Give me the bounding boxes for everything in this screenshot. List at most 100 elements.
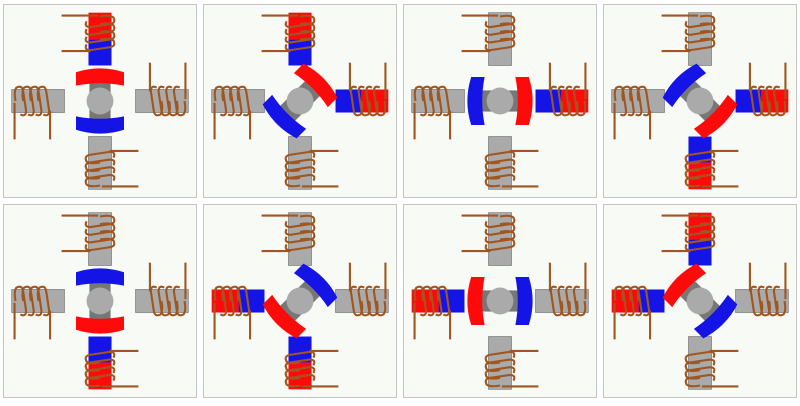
stator-coil-right bbox=[135, 62, 189, 117]
winding-loop bbox=[149, 285, 164, 317]
winding-loop bbox=[684, 373, 716, 388]
winding-loop bbox=[284, 37, 316, 52]
winding-loop bbox=[84, 358, 116, 372]
rotor-north-pole bbox=[515, 77, 533, 125]
motor-diagram bbox=[11, 212, 189, 390]
winding-loop bbox=[84, 166, 116, 180]
winding-loop bbox=[572, 285, 587, 317]
winding-loop bbox=[84, 30, 116, 44]
south-pole-half bbox=[735, 89, 762, 113]
winding-loop bbox=[172, 285, 187, 317]
stator-coil-top bbox=[661, 12, 716, 66]
winding-loop bbox=[549, 285, 564, 317]
winding-loop bbox=[284, 350, 316, 365]
winding-loop bbox=[284, 214, 316, 229]
south-pole-half bbox=[288, 336, 312, 363]
winding-loop bbox=[213, 285, 228, 317]
rotor-south-pole bbox=[662, 63, 707, 108]
winding-loop bbox=[484, 237, 516, 252]
rotor bbox=[467, 277, 533, 325]
winding-loop bbox=[236, 85, 251, 117]
rotor-north-pole bbox=[76, 68, 124, 86]
stepper-motor-steps-diagram bbox=[3, 4, 797, 398]
winding-loop bbox=[436, 85, 451, 117]
winding-loop bbox=[165, 285, 179, 317]
stator-coil-bottom bbox=[484, 336, 539, 390]
winding-loop bbox=[84, 214, 116, 229]
winding-loop bbox=[684, 358, 716, 372]
winding-loop bbox=[365, 85, 379, 117]
winding-loop bbox=[84, 14, 116, 29]
winding-loop bbox=[684, 22, 716, 36]
winding-loop bbox=[684, 166, 716, 180]
winding-loop bbox=[757, 285, 771, 317]
winding-loop bbox=[484, 373, 516, 388]
stator-coil-bottom bbox=[684, 336, 739, 390]
winding-loop bbox=[84, 366, 116, 380]
stator-coil-right bbox=[735, 62, 789, 117]
winding-loop bbox=[349, 285, 364, 317]
stator-coil-bottom bbox=[84, 136, 139, 190]
rotor-north-pole bbox=[693, 94, 738, 139]
winding-loop bbox=[484, 173, 516, 188]
winding-loop bbox=[484, 22, 516, 36]
winding-loop bbox=[84, 150, 116, 165]
winding-loop bbox=[684, 237, 716, 252]
stator-coil-top bbox=[461, 212, 516, 266]
rotor-north-pole bbox=[467, 277, 485, 325]
stator-coil-right bbox=[535, 262, 589, 317]
rotor-shaft bbox=[686, 287, 714, 315]
step-panel-8 bbox=[603, 204, 797, 398]
south-pole-half bbox=[535, 89, 562, 113]
winding-loop bbox=[229, 285, 243, 317]
winding-loop bbox=[149, 85, 164, 117]
winding-loop bbox=[36, 285, 51, 317]
winding-loop bbox=[484, 30, 516, 44]
south-pole-half bbox=[438, 289, 465, 313]
rotor-shaft bbox=[686, 87, 714, 115]
winding-loop bbox=[484, 158, 516, 172]
winding-loop bbox=[613, 85, 628, 117]
rotor-shaft bbox=[86, 87, 114, 115]
stator-coil-right bbox=[735, 262, 789, 317]
winding-loop bbox=[84, 350, 116, 365]
winding-loop bbox=[284, 237, 316, 252]
winding-loop bbox=[221, 85, 235, 117]
winding-loop bbox=[629, 85, 643, 117]
winding-loop bbox=[413, 285, 428, 317]
winding-loop bbox=[421, 85, 435, 117]
winding-loop bbox=[172, 85, 187, 117]
winding-loop bbox=[349, 85, 364, 117]
winding-loop bbox=[165, 85, 179, 117]
south-pole-half bbox=[288, 39, 312, 66]
stator-coil-bottom bbox=[284, 136, 339, 190]
winding-loop bbox=[484, 14, 516, 29]
winding-loop bbox=[684, 366, 716, 380]
winding-loop bbox=[157, 85, 171, 117]
rotor-shaft bbox=[86, 287, 114, 315]
winding-loop bbox=[772, 285, 787, 317]
south-pole-half bbox=[238, 289, 265, 313]
winding-loop bbox=[565, 285, 579, 317]
winding-loop bbox=[484, 150, 516, 165]
winding-loop bbox=[772, 85, 787, 117]
winding-loop bbox=[284, 30, 316, 44]
winding-loop bbox=[357, 85, 371, 117]
rotor-north-pole bbox=[293, 63, 338, 108]
winding-loop bbox=[284, 230, 316, 244]
south-pole-half bbox=[335, 89, 362, 113]
winding-loop bbox=[484, 214, 516, 229]
winding-loop bbox=[684, 222, 716, 236]
winding-loop bbox=[621, 285, 635, 317]
winding-loop bbox=[21, 285, 35, 317]
stator-coil-right bbox=[135, 262, 189, 317]
motor-diagram bbox=[611, 12, 789, 190]
winding-loop bbox=[684, 14, 716, 29]
stator-coil-left bbox=[11, 285, 65, 340]
winding-loop bbox=[684, 158, 716, 172]
winding-loop bbox=[684, 214, 716, 229]
motor-diagram bbox=[211, 212, 389, 390]
stator-coil-bottom bbox=[284, 336, 339, 390]
winding-loop bbox=[284, 22, 316, 36]
winding-loop bbox=[284, 14, 316, 29]
